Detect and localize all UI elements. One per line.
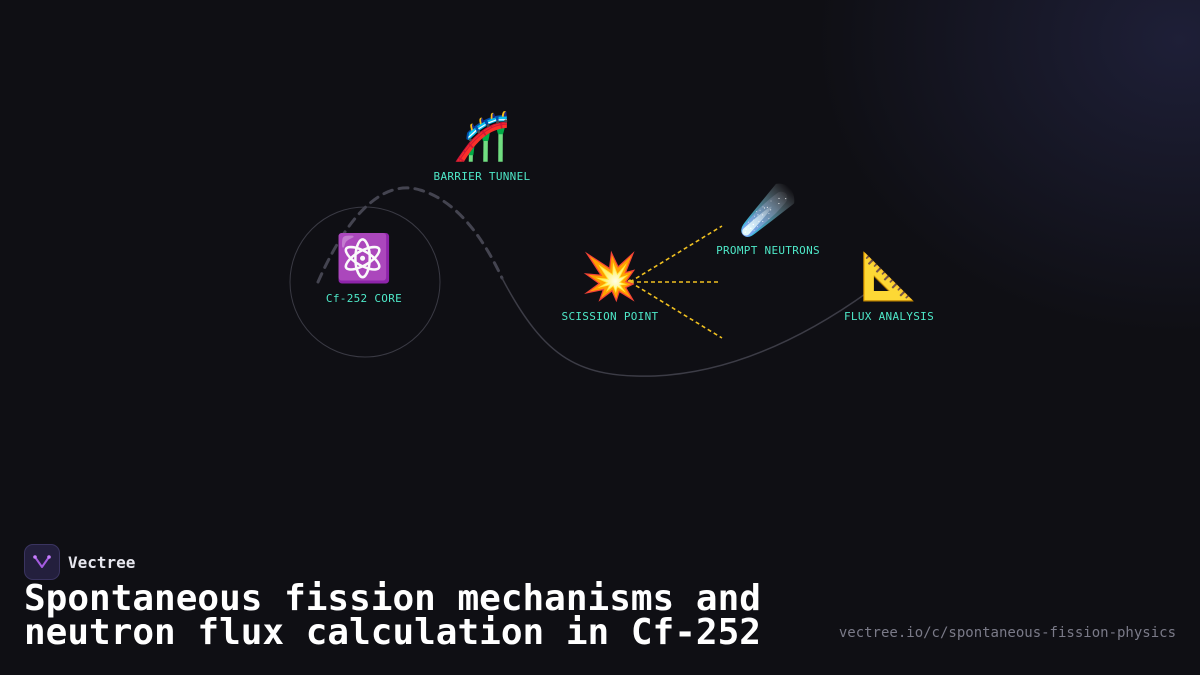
emission-path-solid: [501, 277, 869, 377]
neutron-ray-lower: [629, 281, 723, 339]
tunnel-path-dashed: [316, 186, 504, 284]
page-title: Spontaneous fission mechanisms and neutr…: [24, 578, 761, 653]
node-label-scission: SCISSION POINT: [561, 310, 659, 323]
node-cf252-core[interactable]: ⚛️ Cf-252 CORE: [304, 232, 424, 305]
node-label-core: Cf-252 CORE: [325, 292, 403, 305]
node-prompt-neutrons[interactable]: ☄️ PROMPT NEUTRONS: [698, 184, 838, 257]
vectree-logo-icon: [24, 544, 60, 580]
roller-coaster-icon: 🎢: [453, 109, 511, 163]
brand[interactable]: Vectree: [24, 544, 135, 580]
brand-name: Vectree: [68, 552, 136, 572]
atom-icon: ⚛️: [335, 231, 393, 285]
node-flux-analysis[interactable]: 📐 FLUX ANALYSIS: [819, 250, 959, 323]
node-label-tunnel: BARRIER TUNNEL: [433, 170, 531, 183]
node-scission-point[interactable]: 💥 SCISSION POINT: [540, 250, 680, 323]
collision-icon: 💥: [581, 249, 639, 303]
scission-origin-dot: [627, 279, 633, 285]
node-barrier-tunnel[interactable]: 🎢 BARRIER TUNNEL: [412, 110, 552, 183]
node-label-flux: FLUX ANALYSIS: [844, 310, 934, 323]
node-label-neutrons: PROMPT NEUTRONS: [716, 244, 820, 257]
triangular-ruler-icon: 📐: [860, 249, 918, 303]
source-url[interactable]: vectree.io/c/spontaneous-fission-physics: [838, 625, 1176, 641]
comet-icon: ☄️: [739, 183, 797, 237]
neutron-ray-upper: [629, 225, 723, 283]
